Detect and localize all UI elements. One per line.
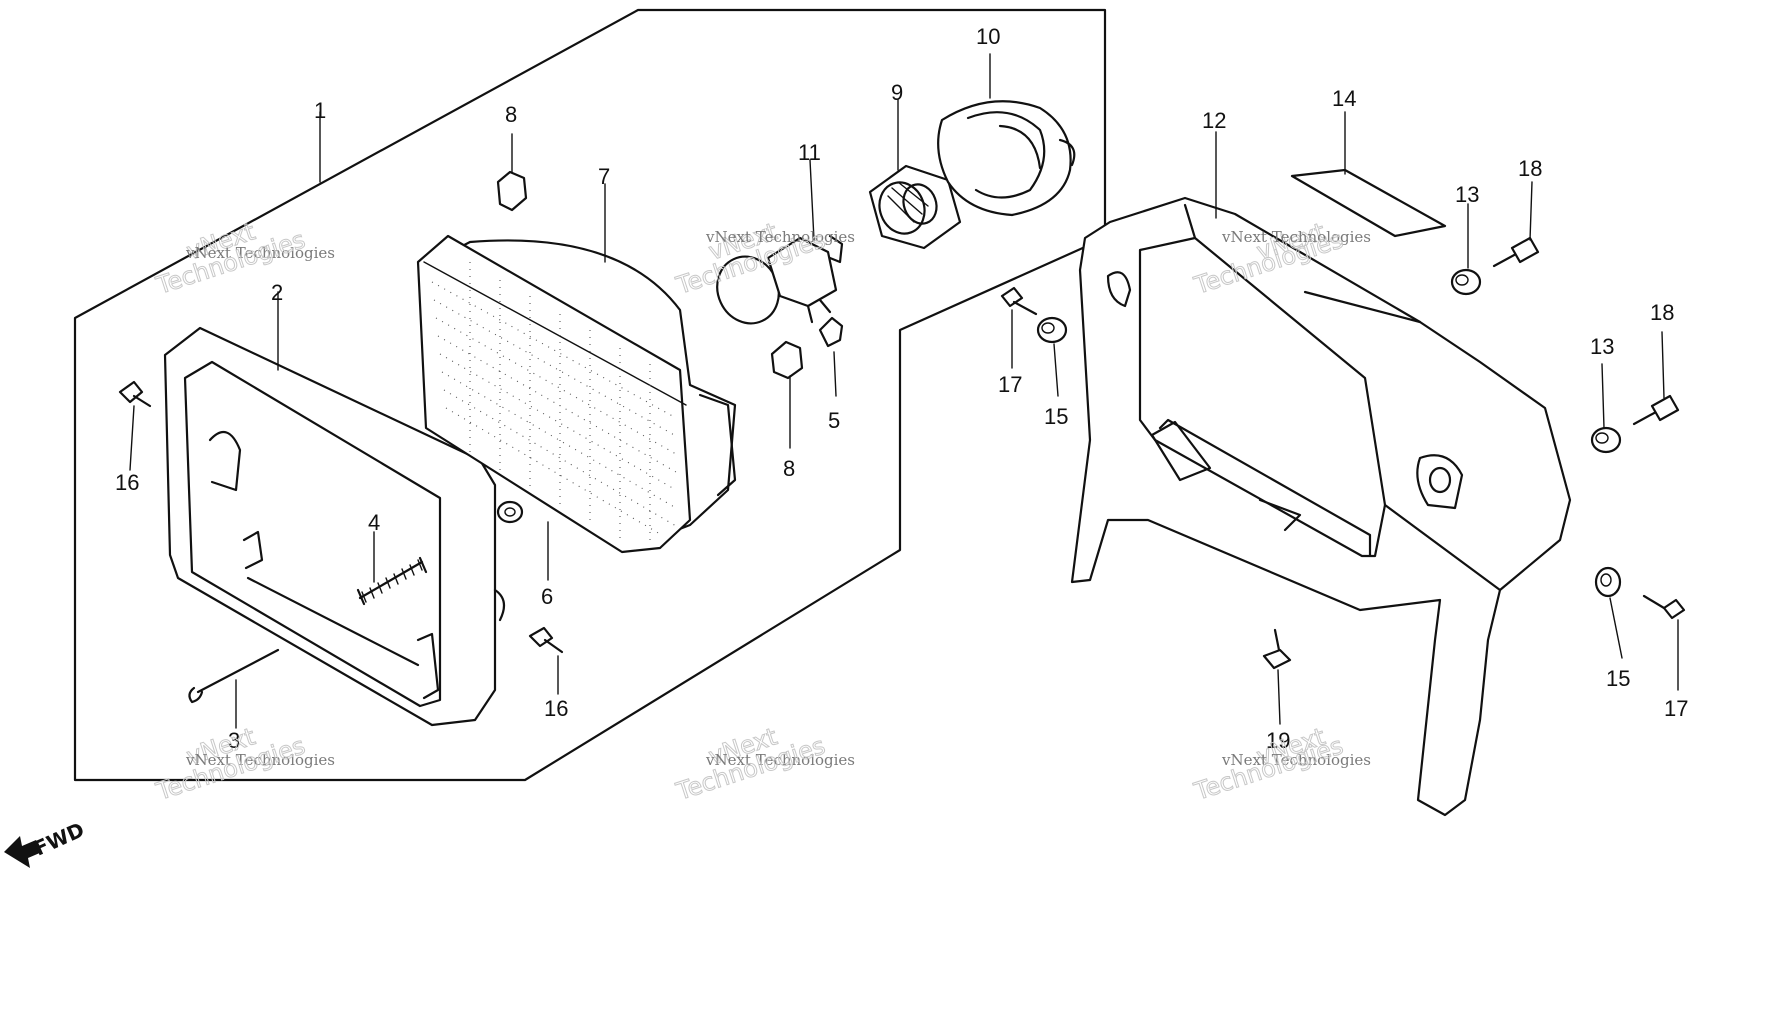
callout-18-upper: 18 [1518, 156, 1542, 181]
bolt-left [1000, 286, 1038, 316]
callout-16-lower: 16 [544, 696, 568, 721]
fwd-label: FWD [30, 817, 88, 860]
callout-18-lower: 18 [1650, 300, 1674, 325]
grommet-upper [1450, 268, 1482, 296]
headlight-rim [163, 326, 506, 727]
collar-right [1594, 566, 1622, 598]
adjuster-spring [356, 556, 428, 606]
callout-numbers: 1 2 3 4 5 6 7 8 8 9 10 11 12 13 13 14 15… [115, 24, 1688, 753]
bolt-upper [1492, 236, 1540, 268]
svg-text:vNext Technologies: vNext Technologies [705, 751, 855, 769]
emblem-plate [1290, 168, 1447, 238]
callout-11: 11 [798, 140, 821, 165]
bulb-socket [716, 234, 844, 325]
clip-lower [770, 340, 804, 380]
callout-8-lower: 8 [783, 456, 795, 481]
watermark-top-left: vNext vNext Technologies Technologies [152, 217, 335, 301]
callout-7: 7 [598, 164, 610, 189]
callout-17-left: 17 [998, 372, 1022, 397]
callout-5: 5 [828, 408, 840, 433]
fwd-arrow-icon [4, 836, 42, 868]
callout-10: 10 [976, 24, 1000, 49]
callout-17-right: 17 [1664, 696, 1688, 721]
svg-text:vNext Technologies: vNext Technologies [705, 228, 855, 246]
callout-9: 9 [891, 80, 903, 105]
callout-14: 14 [1332, 86, 1356, 111]
watermark-bottom-center: vNext vNext Technologies Technologies [672, 722, 855, 807]
clip-upper [496, 170, 528, 212]
headlight-case [1070, 196, 1572, 817]
callout-15-right: 15 [1606, 666, 1630, 691]
washer [496, 500, 524, 524]
callout-1: 1 [314, 98, 326, 123]
assembly-outline [73, 8, 1107, 782]
leader-lines [129, 53, 1679, 729]
sealed-beam-unit [416, 234, 737, 554]
bolt-lower [1632, 394, 1680, 426]
bulb-holder [868, 164, 962, 250]
callout-15-left: 15 [1044, 404, 1068, 429]
svg-text:vNext Technologies: vNext Technologies [1221, 228, 1371, 246]
screw-lower [528, 626, 564, 654]
callout-19: 19 [1266, 728, 1290, 753]
long-screw [188, 648, 280, 704]
callout-12: 12 [1202, 108, 1226, 133]
socket-retainer [818, 316, 844, 348]
fwd-direction-marker: FWD [4, 817, 88, 868]
callout-16-upper: 16 [115, 470, 139, 495]
callout-13-upper: 13 [1455, 182, 1479, 207]
callout-4: 4 [368, 510, 380, 535]
svg-text:vNext Technologies: vNext Technologies [1221, 751, 1371, 769]
callout-13-lower: 13 [1590, 334, 1614, 359]
callout-2: 2 [271, 280, 283, 305]
callout-3: 3 [228, 728, 240, 753]
grommet-lower [1590, 426, 1622, 454]
svg-text:vNext Technologies: vNext Technologies [185, 751, 335, 769]
callout-6: 6 [541, 584, 553, 609]
watermark-bottom-right: vNext vNext Technologies Technologies [1190, 722, 1371, 807]
screw-upper [118, 380, 152, 408]
svg-text:vNext Technologies: vNext Technologies [185, 244, 335, 262]
collar-left [1036, 316, 1068, 344]
callout-8-upper: 8 [505, 102, 517, 127]
mounting-stud [1262, 628, 1292, 670]
watermark-bottom-left: vNext vNext Technologies Technologies [152, 722, 335, 807]
dust-cover [937, 100, 1076, 217]
bolt-right [1642, 594, 1686, 620]
